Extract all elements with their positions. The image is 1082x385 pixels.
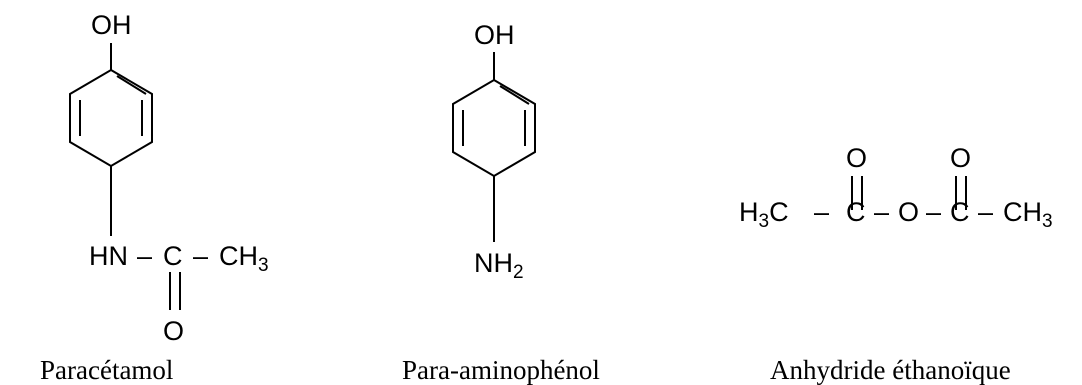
paracetamol-name: Paracétamol	[40, 355, 173, 385]
paracetamol-benzene-ring	[69, 43, 153, 236]
aminophenol-name: Para-aminophénol	[402, 355, 600, 385]
aminophenol-oh-label: OH	[474, 20, 515, 50]
anhydride-carbonyl-double-bond-1	[851, 176, 863, 210]
ring-inner-double-top	[116, 75, 147, 95]
aminophenol-nh2-label: NH2	[474, 248, 524, 283]
anhydride-carbonyl-o2-label: O	[950, 143, 971, 173]
anhydride-dash-4: –	[978, 197, 993, 227]
ring-inner-double-top	[499, 85, 530, 105]
paracetamol-hn-label: HN	[89, 241, 128, 271]
anhydride-structure: O O H3C – C – O – C – CH3 Anhydride étha…	[739, 143, 1053, 385]
anhydride-carbonyl-o1-label: O	[846, 143, 867, 173]
paracetamol-carbonyl-double-bond	[169, 272, 181, 310]
anhydride-bridge-o-label: O	[898, 197, 919, 227]
anhydride-name: Anhydride éthanoïque	[770, 355, 1011, 385]
anhydride-ch3-label: CH3	[1003, 197, 1053, 232]
anhydride-carbon2-label: C	[950, 197, 970, 227]
paracetamol-oh-label: OH	[91, 10, 132, 40]
aminophenol-structure: OH NH2 Para-aminophénol	[402, 20, 600, 385]
anhydride-dash-1: –	[814, 197, 829, 227]
anhydride-dash-2: –	[874, 197, 889, 227]
anhydride-dash-3: –	[926, 197, 941, 227]
anhydride-carbonyl-double-bond-2	[955, 176, 967, 210]
paracetamol-ch3-label: CH3	[219, 241, 269, 276]
anhydride-carbon1-label: C	[846, 197, 866, 227]
paracetamol-dash-1: –	[137, 241, 152, 271]
paracetamol-carbonyl-o-label: O	[163, 316, 184, 346]
anhydride-h3c-label: H3C	[739, 197, 789, 232]
paracetamol-structure: OH HN – C – CH3 O Paracétamol	[40, 10, 269, 385]
ring-hexagon	[69, 68, 153, 168]
paracetamol-carbon-label: C	[163, 241, 183, 271]
aminophenol-benzene-ring	[452, 52, 536, 242]
ring-hexagon	[452, 78, 536, 178]
paracetamol-dash-2: –	[193, 241, 208, 271]
